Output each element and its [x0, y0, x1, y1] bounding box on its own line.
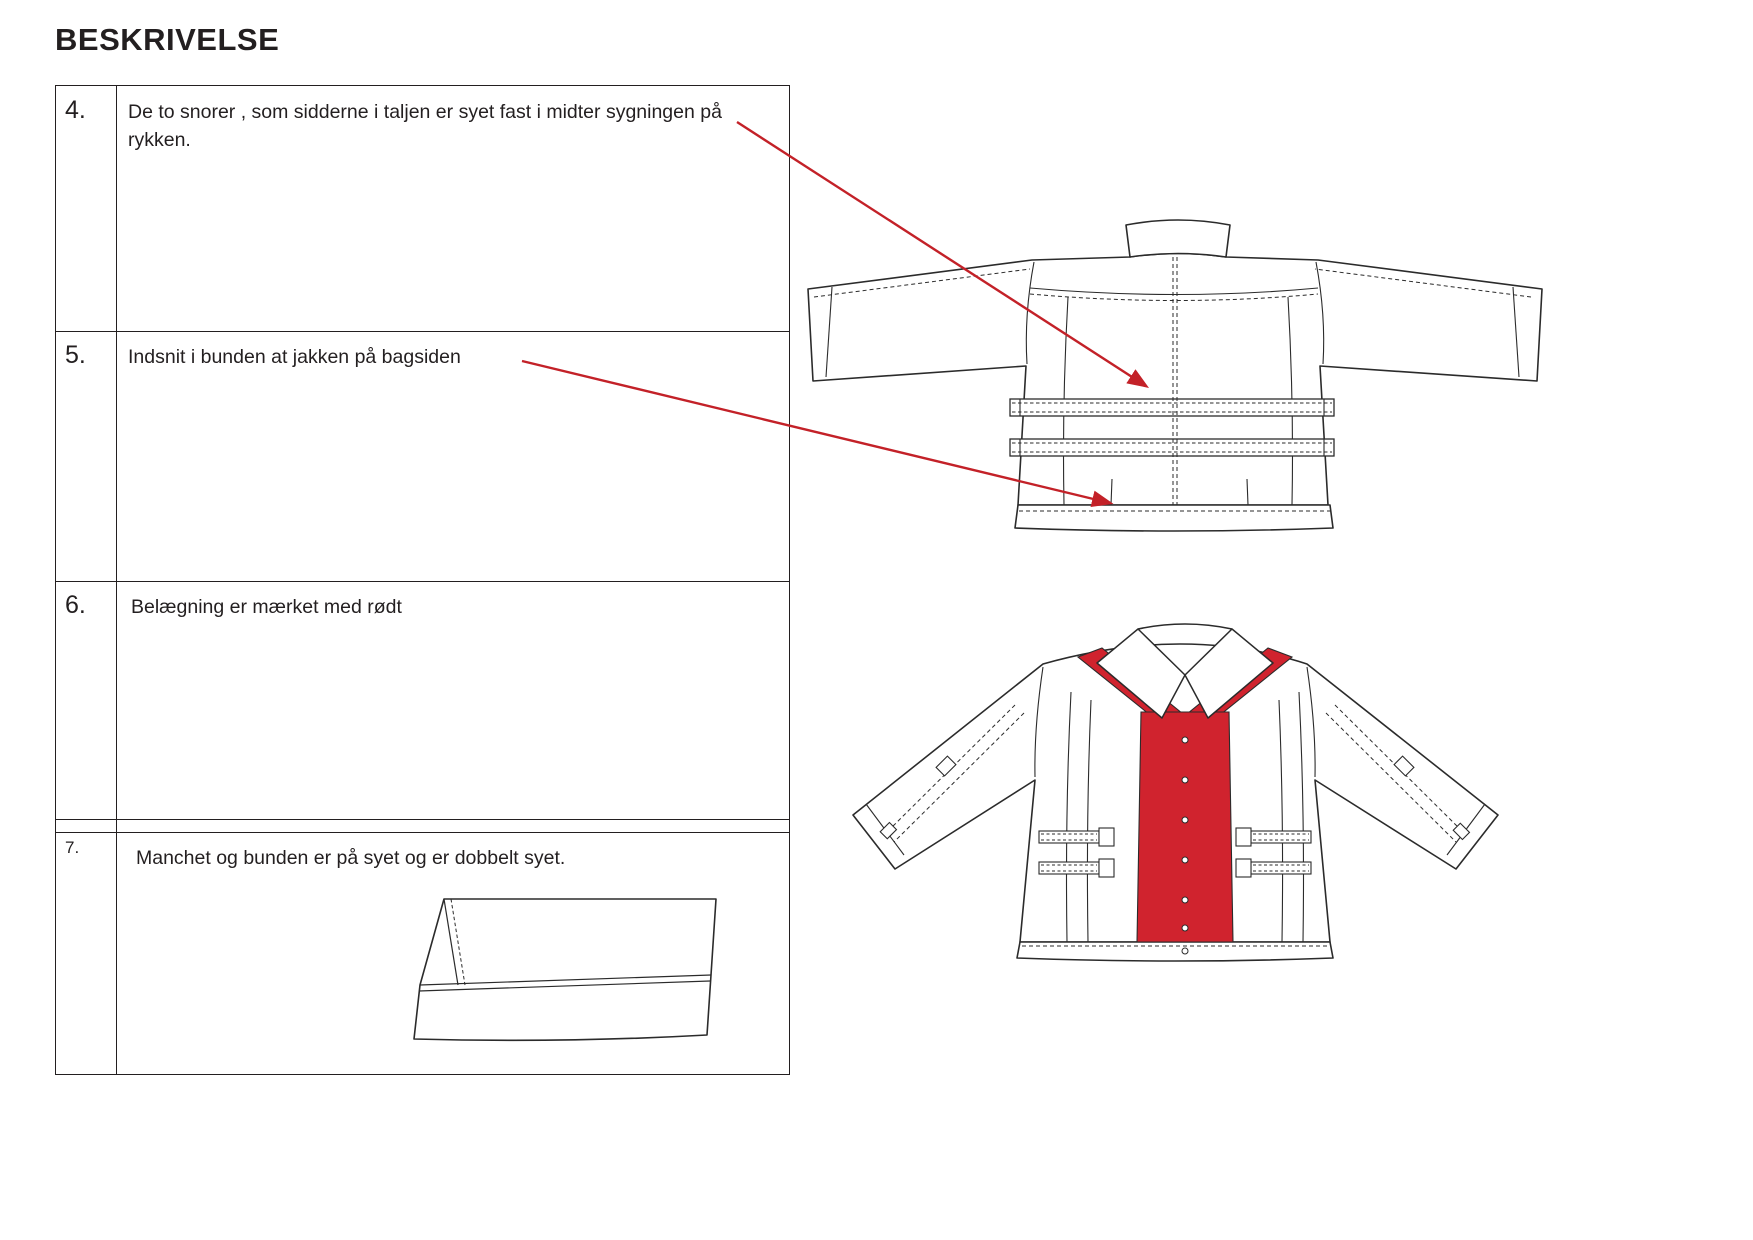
row-divider: [56, 832, 789, 833]
row-text: De to snorer , som sidderne i taljen er …: [128, 101, 722, 151]
cuff-fold-stitch-lines: [418, 898, 712, 992]
front-buttons: [1181, 736, 1189, 955]
jacket-back-collar: [1125, 219, 1231, 258]
table-row: 5. Indsnit i bunden at jakken på bagside…: [56, 331, 789, 581]
front-strap-stitching: [1041, 833, 1309, 872]
jacket-back-view-drawing: [800, 213, 1545, 543]
row-number: 4.: [65, 96, 86, 124]
table-row: 6. Belægning er mærket med rødt: [56, 581, 789, 819]
row-divider: [56, 331, 789, 332]
jacket-front-view-drawing: [838, 612, 1513, 967]
row-number: 5.: [65, 341, 86, 369]
table-row: 7. Manchet og bunden er på syet og er do…: [56, 832, 789, 1074]
cuff-outline: [413, 898, 717, 1042]
cuff-hem-detail-drawing: [410, 893, 720, 1058]
row-text: Manchet og bunden er på syet og er dobbe…: [136, 847, 566, 869]
row-divider: [56, 819, 789, 820]
jacket-back-body: [807, 252, 1543, 506]
page-title: BESKRIVELSE: [55, 22, 280, 57]
cuff-hem-detail-svg: [413, 898, 717, 1042]
table-row: 4. De to snorer , som sidderne i taljen …: [56, 86, 789, 331]
number-column-divider: [116, 86, 117, 1074]
center-back-seam: [1172, 257, 1178, 505]
row-number: 6.: [65, 591, 86, 619]
jacket-front-hem-band: [1016, 941, 1334, 962]
cuff-seam-dashed: [450, 898, 466, 986]
row-divider: [56, 581, 789, 582]
sleeve-buckles: [879, 755, 1471, 841]
jacket-back-view-svg: [807, 219, 1543, 532]
description-table: 4. De to snorer , som sidderne i taljen …: [55, 85, 790, 1075]
row-text: Indsnit i bunden at jakken på bagsiden: [128, 346, 461, 368]
jacket-back-hem-band: [1014, 504, 1334, 532]
jacket-front-view-svg: [852, 623, 1499, 962]
row-text: Belægning er mærket med rødt: [131, 596, 402, 618]
row-number: 7.: [65, 838, 80, 857]
front-collar: [1096, 623, 1274, 719]
